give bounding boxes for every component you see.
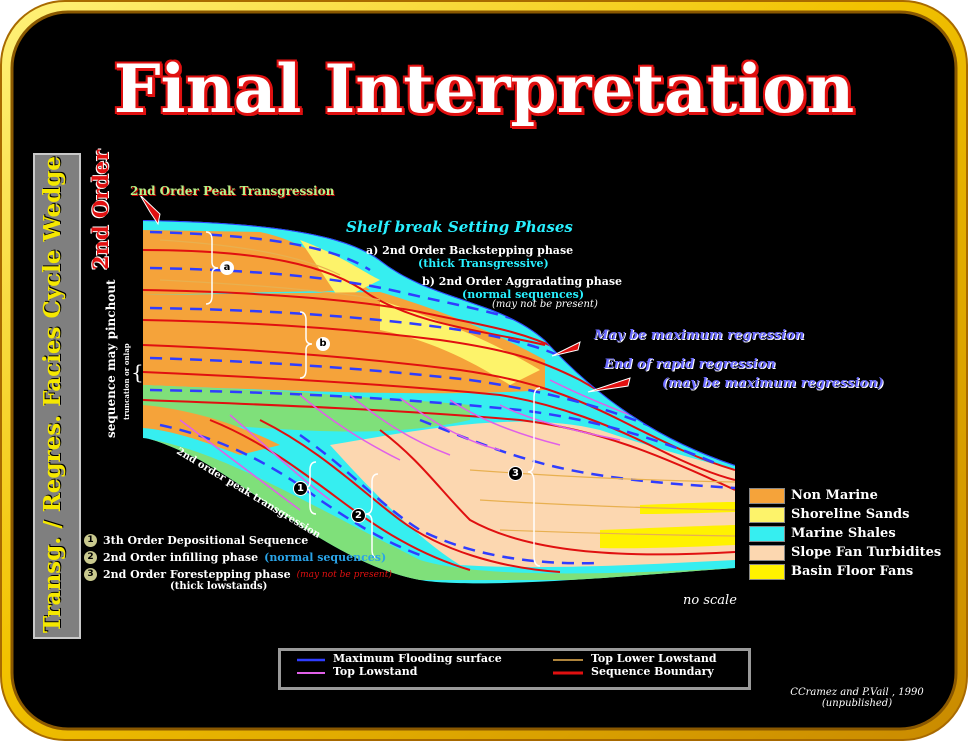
facies-green-zone [143, 385, 470, 432]
facies-legend-item: Shoreline Sands [749, 505, 941, 524]
line-legend-label: Sequence Boundary [591, 665, 714, 678]
note-text: 3th Order Depositional Sequence [103, 534, 309, 547]
brace-3 [527, 387, 541, 567]
line-legend: Maximum Flooding surface Top Lowstand To… [278, 648, 751, 690]
note-extra: (may not be present) [296, 569, 392, 580]
facies-basin-floor-2 [640, 502, 735, 514]
note-row-2: 2 2nd Order infilling phase (normal sequ… [84, 549, 392, 566]
facies-legend-item: Basin Floor Fans [749, 562, 941, 581]
facies-legend: Non Marine Shoreline Sands Marine Shales… [749, 486, 941, 581]
arrow-max-regression [551, 341, 581, 357]
brace-2 [365, 473, 379, 559]
line-legend-swatches [297, 658, 583, 675]
facies-legend-item: Slope Fan Turbidites [749, 543, 941, 562]
top-lower-lowstand-lines [159, 239, 735, 537]
line-legend-label: Top Lowstand [333, 665, 418, 678]
note-text: 2nd Order infilling phase [103, 551, 259, 564]
marker-b: b [316, 337, 330, 351]
note-number: 1 [84, 534, 97, 547]
legend-swatch [749, 487, 785, 504]
marker-3: 3 [508, 466, 523, 481]
thick-lowstands-label: (thick lowstands) [170, 581, 268, 592]
top-lowstand-lines [179, 379, 701, 511]
legend-label: Non Marine [791, 488, 878, 503]
legend-swatch [749, 525, 785, 542]
legend-label: Shoreline Sands [791, 507, 910, 522]
credit-line1: CCramez and P.Vail , 1990 [790, 687, 924, 698]
peak-transgression-label: 2nd Order Peak Transgression [130, 184, 335, 198]
note-extra: (normal sequences) [264, 551, 387, 564]
note-row-1: 1 3th Order Depositional Sequence [84, 532, 392, 549]
line-legend-label: Top Lower Lowstand [591, 652, 717, 665]
note-number: 3 [84, 568, 97, 581]
side-label-box: Transg. / Regres. Facies Cycle Wedge [33, 153, 81, 639]
marker-1: 1 [293, 481, 308, 496]
phase-b-label: b) 2nd Order Aggradating phase [422, 275, 623, 288]
phase-a-note: (thick Transgressive) [418, 257, 549, 270]
shelf-heading: Shelf break Setting Phases [346, 218, 573, 236]
phase-b-note: (normal sequences) [462, 288, 585, 301]
brace-a [205, 231, 219, 305]
facies-legend-item: Marine Shales [749, 524, 941, 543]
arrow-peak-transgression [139, 194, 161, 226]
marker-2: 2 [351, 508, 366, 523]
facies-lower-orange [143, 405, 280, 455]
credit: CCramez and P.Vail , 1990 (unpublished) [786, 687, 928, 709]
line-legend-label: Maximum Flooding surface [333, 652, 502, 665]
phase-a-label: a) 2nd Order Backstepping phase [366, 244, 574, 257]
arrow-end-rapid [587, 377, 631, 393]
no-scale-label: no scale [683, 593, 737, 608]
brace-b [299, 311, 313, 379]
legend-label: Basin Floor Fans [791, 564, 914, 579]
numbered-notes: 1 3th Order Depositional Sequence 2 2nd … [84, 532, 392, 583]
note-number: 2 [84, 551, 97, 564]
max-regression-label: May be maximum regression [594, 328, 805, 343]
marker-a: a [220, 261, 234, 275]
credit-line2: (unpublished) [821, 698, 893, 709]
note-text: 2nd Order Forestepping phase [103, 568, 291, 581]
facies-basin-floor [600, 525, 735, 549]
legend-swatch [749, 563, 785, 580]
legend-swatch [749, 506, 785, 523]
pinchout-brace: { [131, 360, 144, 384]
legend-label: Slope Fan Turbidites [791, 545, 942, 560]
legend-label: Marine Shales [791, 526, 896, 541]
phase-b-note2: (may not be present) [492, 299, 598, 310]
note-row-3: 3 2nd Order Forestepping phase (may not … [84, 566, 392, 583]
page-title: Final Interpretation [113, 50, 855, 128]
end-rapid-note: (may be maximum regression) [662, 376, 884, 391]
facies-legend-item: Non Marine [749, 486, 941, 505]
legend-swatch [749, 544, 785, 561]
end-rapid-label: End of rapid regression [604, 357, 776, 372]
